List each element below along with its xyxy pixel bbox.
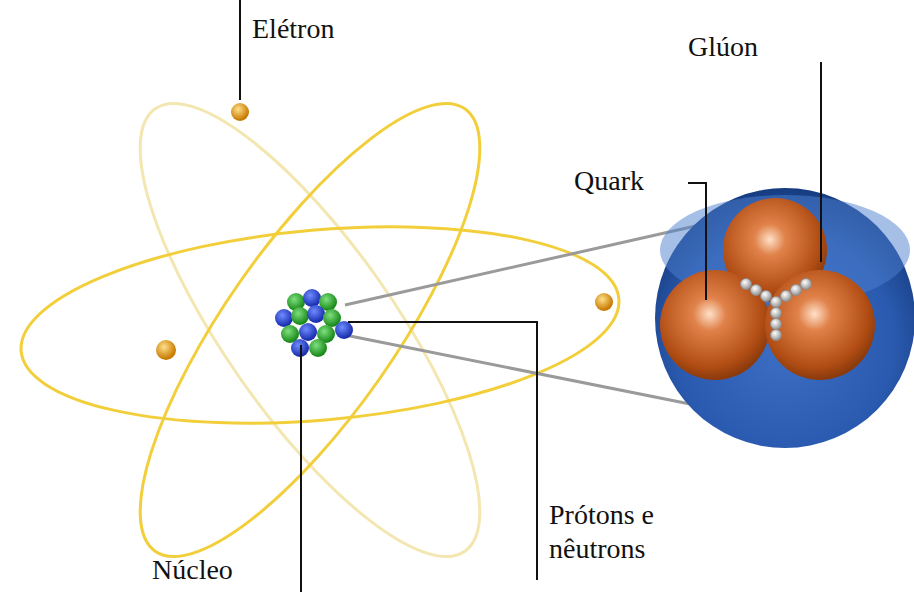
leader-lines [240,0,821,592]
nucleus-label: Núcleo [152,553,233,587]
electron-label: Elétron [252,12,334,46]
nucleus [275,289,353,357]
nucleon-zoom [655,188,914,448]
orbits [13,60,627,600]
quark [660,270,770,380]
nucleon-label: Prótons e nêutrons [549,498,699,565]
quark [765,270,875,380]
quark-label: Quark [574,164,644,198]
gluon-label: Glúon [688,30,758,64]
gluon-beads [741,279,812,341]
